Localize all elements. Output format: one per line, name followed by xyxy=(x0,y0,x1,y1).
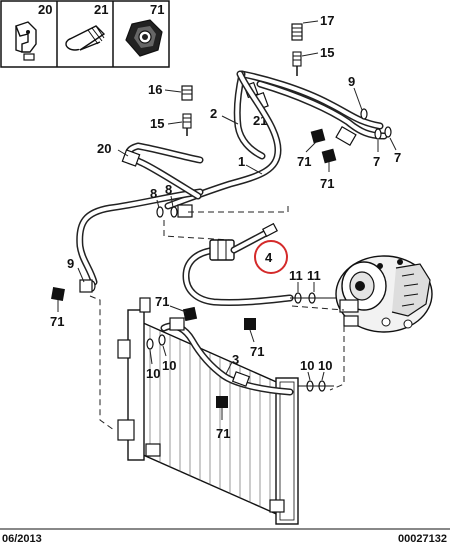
part-label-16: 16 xyxy=(148,82,162,97)
part-label-71b: 71 xyxy=(320,176,334,191)
part-label-71e: 71 xyxy=(250,344,264,359)
service-valve-left xyxy=(181,85,193,136)
legend-ref-20: 20 xyxy=(38,2,52,17)
part-label-10d: 10 xyxy=(318,358,332,373)
legend: 20 21 71 xyxy=(0,0,170,68)
part-label-71c: 71 xyxy=(50,314,64,329)
right-fittings xyxy=(335,108,392,147)
part-label-71d: 71 xyxy=(155,294,169,309)
part-label-1: 1 xyxy=(238,154,245,169)
legend-ref-71: 71 xyxy=(150,2,164,17)
legend-ref-21: 21 xyxy=(94,2,108,17)
part-label-7a: 7 xyxy=(373,154,380,169)
o-rings-10-left xyxy=(146,334,166,350)
part-label-10a: 10 xyxy=(146,366,160,381)
compressor xyxy=(335,255,433,333)
part-label-17: 17 xyxy=(320,13,334,28)
footer-date: 06/2013 xyxy=(2,533,42,545)
part-label-11a: 11 xyxy=(289,268,303,283)
nut-71-condenser xyxy=(182,306,256,408)
part-label-9a: 9 xyxy=(348,74,355,89)
condenser xyxy=(117,297,299,525)
part-label-2: 2 xyxy=(210,106,217,121)
o-rings-11 xyxy=(290,292,340,304)
left-fittings xyxy=(51,279,96,301)
clip-icon xyxy=(15,21,37,61)
part-label-11b: 11 xyxy=(307,268,321,283)
part-label-71f: 71 xyxy=(216,426,230,441)
pipe-2 xyxy=(233,70,384,160)
part-label-4: 4 xyxy=(265,250,273,265)
part-label-7b: 7 xyxy=(394,150,401,165)
part-label-20: 20 xyxy=(97,141,111,156)
service-valve-core xyxy=(292,51,302,76)
part-label-15a: 15 xyxy=(320,45,334,60)
o-rings-10-right xyxy=(298,380,334,392)
spring-clip-icon xyxy=(65,25,106,51)
hex-nut-icon xyxy=(125,19,163,57)
service-valve-cap xyxy=(291,23,303,41)
nut-71-upper-right xyxy=(310,128,337,164)
footer-code: 00027132 xyxy=(398,533,447,545)
part-label-3: 3 xyxy=(232,352,239,367)
part-label-10b: 10 xyxy=(162,358,176,373)
hose-4 xyxy=(182,222,294,307)
o-rings-8 xyxy=(156,204,193,218)
part-label-8b: 8 xyxy=(165,182,172,197)
part-label-71a: 71 xyxy=(297,154,311,169)
part-label-9b: 9 xyxy=(67,256,74,271)
pipe-clip-20 xyxy=(121,149,141,167)
part-label-8a: 8 xyxy=(150,186,157,201)
highlight-circle-4 xyxy=(254,240,288,274)
part-label-10c: 10 xyxy=(300,358,314,373)
part-label-15b: 15 xyxy=(150,116,164,131)
pipe-3 xyxy=(160,317,294,396)
